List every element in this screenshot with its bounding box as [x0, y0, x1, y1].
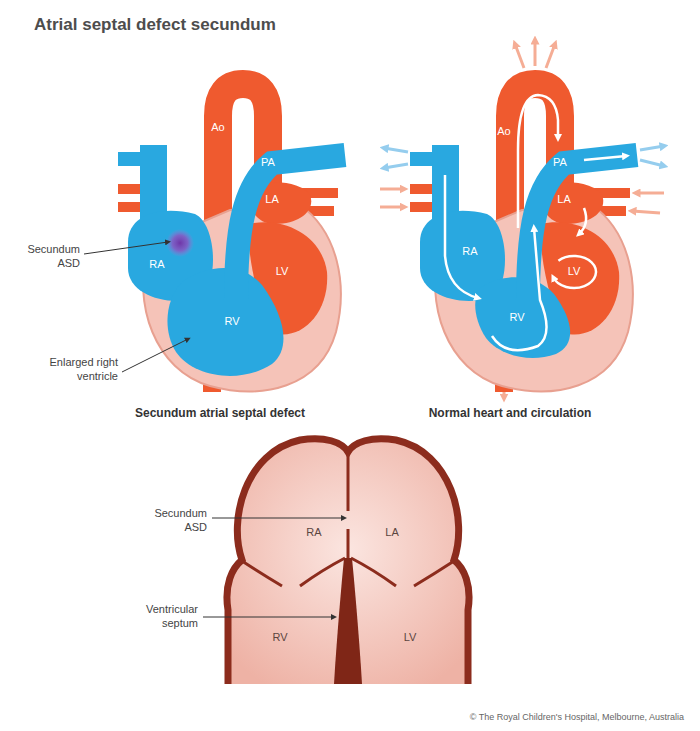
flow-arrow: [445, 175, 478, 298]
flow-arrow: [492, 228, 547, 350]
flow-arrow: [584, 156, 626, 160]
chamber-label: RA: [149, 258, 164, 272]
flow-arrow: [579, 208, 586, 234]
chamber-label: LA: [265, 193, 278, 207]
chamber-label: RV: [509, 311, 524, 325]
outflow-arrow: [640, 160, 664, 166]
inflow-arrow: [636, 192, 664, 195]
pulmonary-artery: [236, 155, 345, 300]
chamber-label: Ao: [497, 125, 510, 139]
callout-label: Enlarged right ventricle: [46, 356, 118, 384]
chamber-label: LV: [568, 265, 581, 279]
valve-leaflet: [414, 561, 454, 586]
outflow-arrow: [384, 148, 408, 152]
chamber-label: LV: [404, 631, 417, 645]
chamber-label: RV: [272, 631, 287, 645]
heart-outline: [227, 439, 469, 684]
chamber-label: RV: [224, 315, 239, 329]
chamber-label: LA: [557, 193, 570, 207]
inflow-arrow: [632, 211, 660, 213]
page-title: Atrial septal defect secundum: [34, 14, 276, 36]
flow-arrow: [518, 95, 558, 228]
atrial-septum: [347, 529, 350, 562]
ventricular-septum: [334, 558, 362, 684]
outflow-arrow: [640, 146, 664, 150]
figure-caption: Normal heart and circulation: [429, 406, 592, 421]
callout-label: Secundum ASD: [151, 507, 207, 535]
chamber-schematic: [203, 439, 469, 684]
leader-line: [212, 518, 344, 519]
chamber-label: RA: [306, 526, 321, 540]
chamber-label: PA: [553, 156, 567, 170]
chamber-label: PA: [261, 156, 275, 170]
asd-heart: [84, 84, 345, 392]
chamber-fill: [227, 439, 469, 684]
inflow-arrow: [380, 206, 404, 209]
copyright-notice: © The Royal Children's Hospital, Melbour…: [470, 712, 684, 723]
callout-label: Ventricular septum: [136, 603, 198, 631]
chamber-label: LV: [276, 265, 289, 279]
leader-line: [122, 339, 188, 372]
chamber-label: LA: [385, 526, 398, 540]
callout-label: Secundum ASD: [24, 243, 80, 271]
outflow-arrow: [534, 40, 537, 66]
outflow-arrow: [515, 44, 524, 68]
leader-line: [203, 617, 334, 618]
chamber-label: RA: [462, 245, 477, 259]
outflow-arrow: [384, 164, 408, 168]
outflow-arrow: [503, 392, 506, 398]
valve-leaflet: [300, 558, 345, 586]
figure-caption: Secundum atrial septal defect: [135, 406, 305, 421]
valve-leaflet: [242, 561, 282, 586]
leader-line: [84, 242, 168, 254]
normal-heart: [380, 40, 664, 398]
chamber-label: Ao: [211, 121, 224, 135]
valve-leaflet: [351, 558, 396, 586]
atrial-septum: [347, 452, 350, 511]
flow-arrow: [553, 256, 596, 288]
septal-defect: [166, 229, 194, 257]
outflow-arrow: [546, 44, 555, 68]
inflow-arrow: [380, 188, 404, 191]
pulmonary-artery: [528, 155, 637, 300]
